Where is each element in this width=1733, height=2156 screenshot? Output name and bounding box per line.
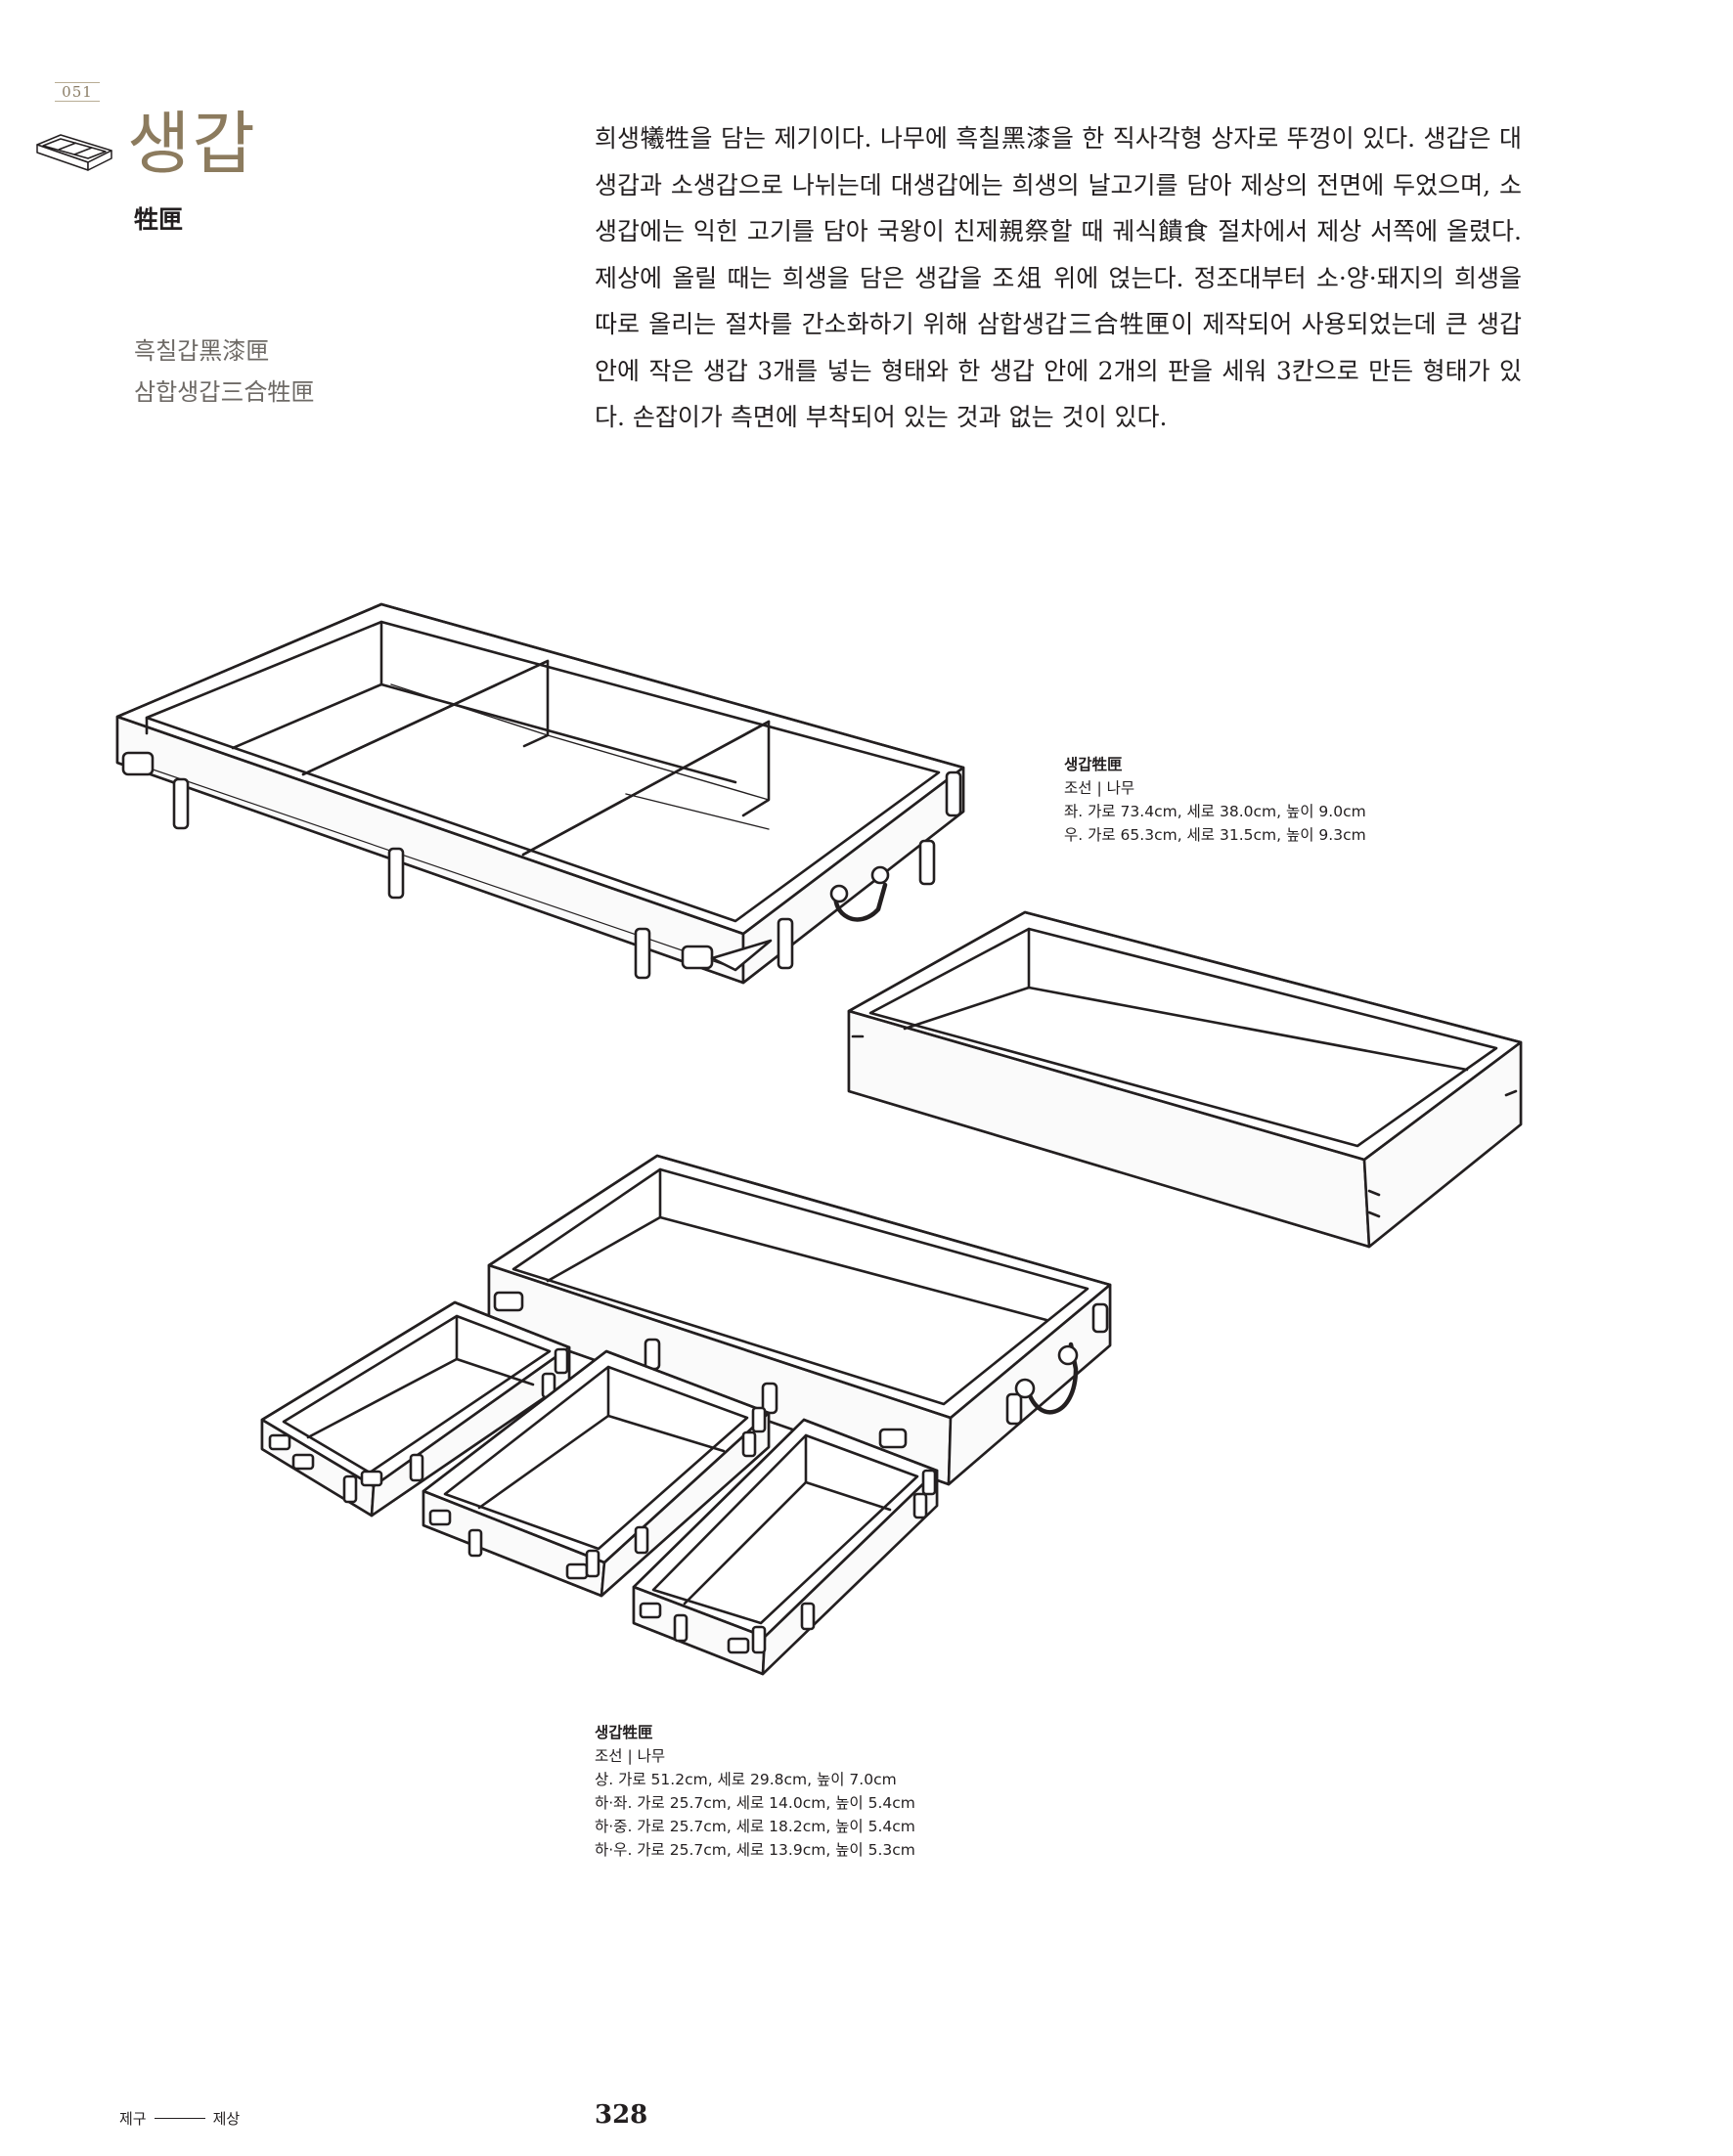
nested-outer-box-drawing — [487, 1154, 1112, 1486]
box-thumbnail-icon — [36, 134, 112, 171]
caption-title: 생갑牲匣 — [1064, 756, 1123, 773]
caption-top: 생갑牲匣 조선 | 나무 좌. 가로 73.4cm, 세로 38.0cm, 높이… — [1064, 753, 1366, 847]
page-number: 328 — [595, 2100, 648, 2130]
open-tray-drawing — [847, 910, 1523, 1249]
footer-subsection-label: 제상 — [212, 2110, 241, 2128]
footer-divider — [154, 2118, 205, 2119]
caption-bottom: 생갑牲匣 조선 | 나무 상. 가로 51.2cm, 세로 29.8cm, 높이… — [595, 1721, 915, 1862]
entry-subtitle: 牲匣 — [134, 205, 184, 234]
small-box-right-drawing — [632, 1418, 939, 1676]
caption-line: 좌. 가로 73.4cm, 세로 38.0cm, 높이 9.0cm — [1064, 803, 1366, 820]
alt-name: 흑칠갑黑漆匣 — [134, 337, 270, 365]
caption-line: 상. 가로 51.2cm, 세로 29.8cm, 높이 7.0cm — [595, 1771, 897, 1788]
three-compartment-box-drawing — [115, 602, 965, 985]
entry-title: 생갑 — [127, 104, 257, 184]
small-box-middle-drawing — [422, 1349, 771, 1598]
caption-line: 조선 | 나무 — [595, 1747, 666, 1765]
caption-line: 하·좌. 가로 25.7cm, 세로 14.0cm, 높이 5.4cm — [595, 1794, 915, 1812]
body-text: 희생犧牲을 담는 제기이다. 나무에 흑칠黑漆을 한 직사각형 상자로 뚜껑이 … — [595, 124, 1522, 431]
entry-number: 051 — [55, 82, 100, 102]
footer-section: 제구 제상 — [119, 2108, 240, 2129]
caption-line: 우. 가로 65.3cm, 세로 31.5cm, 높이 9.3cm — [1064, 826, 1366, 844]
small-box-left-drawing — [260, 1300, 571, 1518]
caption-line: 조선 | 나무 — [1064, 779, 1135, 797]
caption-title: 생갑牲匣 — [595, 1724, 653, 1741]
footer-section-label: 제구 — [119, 2110, 147, 2128]
alt-name: 삼합생갑三合牲匣 — [134, 378, 315, 406]
alt-names: 흑칠갑黑漆匣 삼합생갑三合牲匣 — [134, 330, 314, 413]
caption-line: 하·우. 가로 25.7cm, 세로 13.9cm, 높이 5.3cm — [595, 1841, 915, 1859]
caption-line: 하·중. 가로 25.7cm, 세로 18.2cm, 높이 5.4cm — [595, 1818, 915, 1835]
